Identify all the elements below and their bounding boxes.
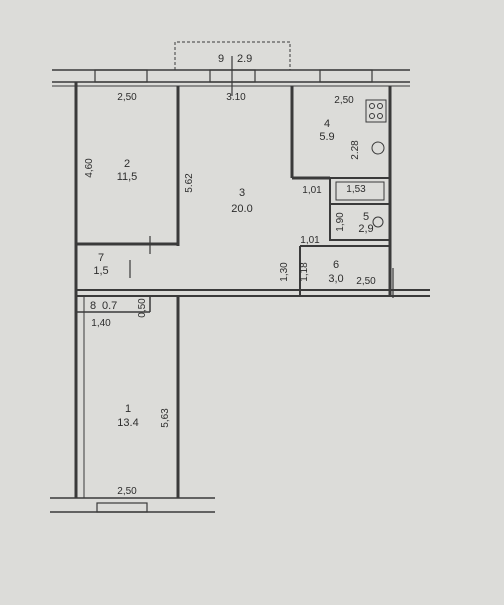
walls [50, 41, 430, 513]
sink-icon [371, 141, 385, 155]
dimension-label: 2,50 [117, 486, 137, 497]
burner-icon [369, 103, 375, 109]
dimension-label: 1,53 [346, 184, 366, 195]
kitchen-fixtures [365, 99, 387, 228]
dimension-label: 5,63 [160, 408, 171, 428]
dimension-label: 1,30 [279, 262, 290, 282]
window-room2 [94, 69, 148, 83]
dimension-label: 2,50 [117, 92, 137, 103]
burner-icon [377, 103, 383, 109]
room-area: 0.7 [102, 300, 117, 312]
room-area: 13.4 [117, 417, 138, 429]
balcony-outline [174, 41, 291, 70]
dimension-label: 3.10 [226, 92, 246, 103]
room-area: 11,5 [117, 171, 138, 183]
dimension-label: 4,60 [84, 158, 95, 178]
room-area: 5.9 [319, 131, 334, 143]
burner-icon [369, 113, 375, 119]
dimension-label: 1,40 [91, 318, 111, 329]
dimension-label: 1,01 [300, 235, 320, 246]
room-area: 1,5 [93, 265, 108, 277]
window-room4 [319, 69, 373, 83]
dimension-label: 1,01 [302, 185, 322, 196]
dimension-label: 1,18 [299, 262, 310, 282]
room-number: 7 [98, 252, 104, 264]
burner-icon [377, 113, 383, 119]
dimension-label: 2.28 [350, 140, 361, 160]
room-area: 20.0 [231, 203, 252, 215]
room-area: 2.9 [237, 53, 252, 65]
bathtub [335, 181, 385, 201]
room-number: 3 [239, 187, 245, 199]
dimension-label: 2,50 [334, 95, 354, 106]
room-number: 4 [324, 118, 330, 130]
room-number: 9 [218, 53, 224, 65]
dimension-label: 1,90 [335, 212, 346, 232]
bathroom-block [329, 177, 391, 241]
room-number: 1 [125, 403, 131, 415]
wc-sink-icon [372, 216, 384, 228]
dimension-label: 2,50 [356, 276, 376, 287]
window-room1 [96, 502, 148, 513]
room-area: 3,0 [328, 273, 343, 285]
room-number: 5 [363, 211, 369, 223]
stove-icon [365, 99, 387, 123]
dimension-label: 5.62 [184, 173, 195, 193]
room-number: 6 [333, 259, 339, 271]
dimension-label: 0,50 [137, 298, 148, 318]
room-number: 8 [90, 300, 96, 312]
room-number: 2 [124, 158, 130, 170]
room-area: 2,9 [358, 223, 373, 235]
